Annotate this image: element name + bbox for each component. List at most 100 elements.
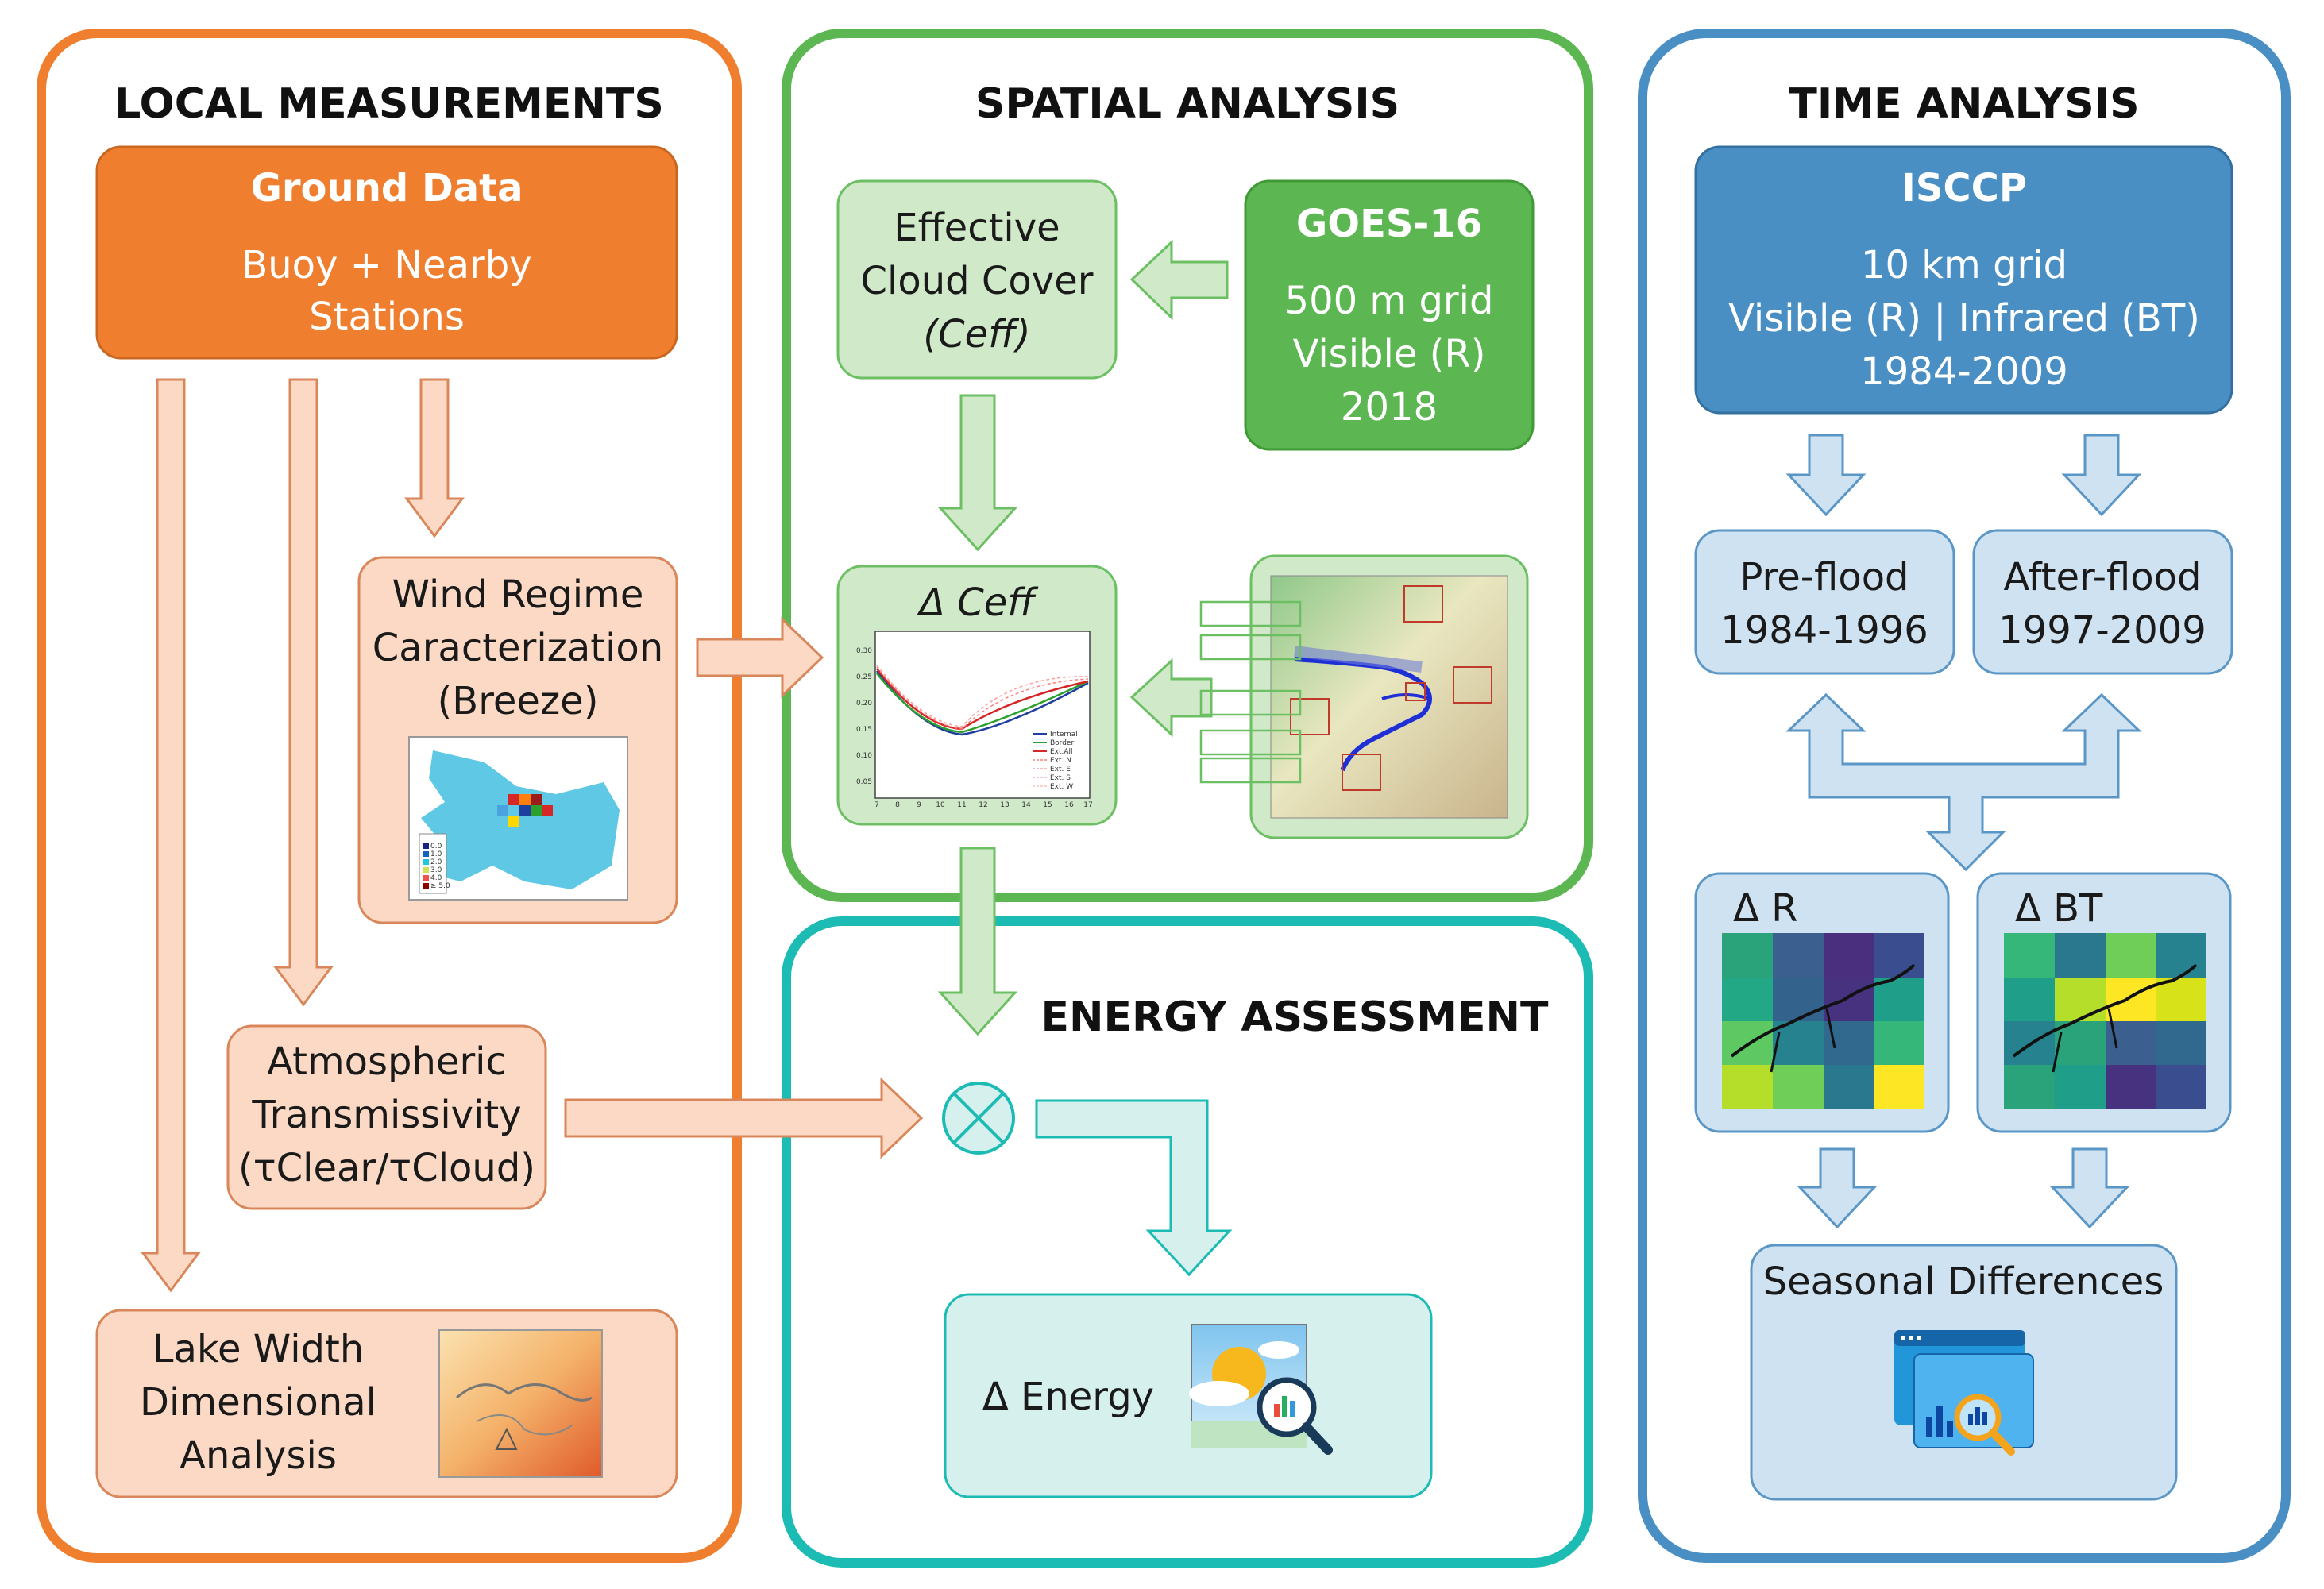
arrow-deltar-to-seasonal [1797, 1147, 1878, 1229]
seasonal-differences-box: Seasonal Differences [1750, 1244, 2178, 1501]
ytick-2: 0.20 [856, 700, 872, 708]
arrow-atmos-to-multiply [564, 1077, 924, 1159]
wind-legend-1: 1.0 [430, 850, 442, 858]
dashboard-search-icon [1894, 1330, 2034, 1456]
time-panel-title: TIME ANALYSIS [1789, 80, 2139, 128]
ground-data-title: Ground Data [250, 166, 523, 210]
lake-width-map-image [438, 1329, 603, 1478]
series-exte [876, 665, 1089, 727]
isccp-line2: Visible (R) | Infrared (BT) [1728, 296, 2200, 341]
xtick-5: 12 [979, 801, 987, 809]
seasonal-label: Seasonal Differences [1763, 1259, 2164, 1304]
goes-line2: Visible (R) [1293, 332, 1486, 376]
legend-5: Ext. S [1050, 774, 1071, 782]
arrow-deltabt-to-seasonal [2049, 1147, 2130, 1229]
preflood-line2: 1984-1996 [1720, 608, 1928, 653]
wind-legend-5: ≥ 5.0 [430, 882, 450, 890]
ytick-1: 0.25 [856, 673, 872, 681]
ceff-line2: Cloud Cover [861, 259, 1094, 303]
local-arrows [141, 378, 465, 1293]
preflood-box: Pre-flood 1984-1996 [1694, 529, 1955, 675]
panel-time-analysis: TIME ANALYSIS ISCCP 10 km grid Visible (… [1638, 29, 2291, 1563]
arrow-isccp-to-afterflood [2061, 434, 2142, 517]
wind-legend-4: 4.0 [430, 874, 442, 882]
delta-r-box: Δ R [1694, 872, 1950, 1133]
lake-width-box: Lake Width Dimensional Analysis [95, 1309, 678, 1498]
xtick-4: 11 [957, 801, 966, 809]
delta-energy-label: Δ Energy [982, 1375, 1154, 1419]
xtick-0: 7 [874, 801, 879, 809]
ytick-4: 0.10 [856, 752, 872, 760]
panel-local-measurements: LOCAL MEASUREMENTS Ground Data Buoy + Ne… [37, 29, 742, 1563]
delta-r-label: Δ R [1733, 886, 1797, 931]
arrow-wind-to-delta-ceff [696, 616, 824, 699]
plot-legend: Internal Border Ext.All Ext. N Ext. E Ex… [1033, 731, 1078, 791]
ceff-line1: Effective [894, 206, 1060, 250]
legend-2: Ext.All [1050, 748, 1073, 756]
afterflood-line2: 1997-2009 [1998, 608, 2206, 653]
atmospheric-transmissivity-box: Atmospheric Transmissivity (τClear/τClou… [226, 1024, 547, 1210]
ground-data-box: Ground Data Buoy + Nearby Stations [95, 145, 678, 360]
arrow-goes-to-ceff [1129, 239, 1229, 321]
sun-analysis-icon [1189, 1324, 1333, 1455]
spatial-panel-title: SPATIAL ANALYSIS [975, 80, 1399, 128]
goes-line3: 2018 [1341, 385, 1438, 430]
isccp-title: ISCCP [1901, 166, 2027, 210]
xtick-9: 16 [1064, 801, 1074, 809]
isccp-line1: 10 km grid [1861, 243, 2067, 287]
legend-6: Ext. W [1050, 783, 1073, 791]
delta-r-heatmap [1722, 933, 1924, 1109]
effective-cloud-cover-box: Effective Cloud Cover (Ceff) [836, 179, 1118, 380]
ground-data-line2: Stations [309, 295, 465, 339]
arrow-delta-to-multiply [937, 847, 1018, 1036]
wind-legend-2: 2.0 [430, 858, 442, 866]
panel-spatial-analysis: SPATIAL ANALYSIS Effective Cloud Cover (… [782, 29, 1593, 902]
isccp-line3: 1984-2009 [1860, 349, 2068, 394]
atmos-line2: Transmissivity [251, 1093, 521, 1137]
atmos-line3: (τClear/τCloud) [238, 1146, 535, 1190]
arrow-ground-to-lake [141, 378, 201, 1293]
xtick-7: 14 [1021, 801, 1031, 809]
atmos-line1: Atmospheric [267, 1039, 507, 1084]
delta-ceff-box: Δ Ceff 0.30 0.25 0.20 0.15 0.10 0.05 7 8… [836, 565, 1118, 826]
isccp-box: ISCCP 10 km grid Visible (R) | Infrared … [1694, 145, 2233, 415]
afterflood-line1: After-flood [2004, 555, 2202, 600]
wind-line3: (Breeze) [438, 679, 599, 723]
ytick-0: 0.30 [856, 647, 872, 655]
time-arrows [1785, 434, 2142, 517]
xtick-10: 17 [1083, 801, 1092, 809]
legend-1: Border [1050, 739, 1074, 747]
energy-panel-title: ENERGY ASSESSMENT [1040, 993, 1549, 1041]
panel-energy-assessment: ENERGY ASSESSMENT Δ Energy [782, 847, 1593, 1568]
wind-legend-0: 0.0 [430, 843, 442, 850]
cross-panel-arrows [564, 616, 924, 1159]
delta-bt-box: Δ BT [1976, 872, 2232, 1133]
delta-ceff-plot: 0.30 0.25 0.20 0.15 0.10 0.05 7 8 9 10 1… [856, 631, 1093, 809]
xticks: 7 8 9 10 11 12 13 14 15 16 17 [874, 801, 1093, 809]
arrow-ceff-to-delta [937, 394, 1018, 552]
series-extn [876, 666, 1089, 730]
ytick-3: 0.15 [856, 726, 872, 734]
delta-energy-box: Δ Energy [944, 1293, 1433, 1498]
spatial-arrows [937, 239, 1229, 738]
legend-4: Ext. E [1050, 766, 1071, 773]
wind-legend-3: 3.0 [430, 866, 442, 874]
ceff-line3: (Ceff) [923, 312, 1030, 357]
ytick-5: 0.05 [856, 778, 872, 786]
lake-line3: Analysis [180, 1433, 337, 1478]
xtick-8: 15 [1043, 801, 1052, 809]
dem-map-box [1199, 554, 1529, 839]
time-arrows-2 [1797, 1147, 2130, 1229]
xtick-1: 8 [895, 801, 900, 809]
wind-regime-box: Wind Regime Caracterization (Breeze) [357, 556, 678, 924]
wind-map-image: 0.0 1.0 2.0 3.0 4.0 ≥ 5.0 [408, 736, 628, 901]
lake-line1: Lake Width [152, 1327, 364, 1371]
arrow-ground-to-atmos [273, 378, 334, 1007]
legend-3: Ext. N [1050, 757, 1071, 765]
delta-bt-label: Δ BT [2015, 886, 2103, 931]
preflood-line1: Pre-flood [1739, 555, 1909, 600]
ground-data-line1: Buoy + Nearby [241, 243, 531, 287]
dem-callout-frames [1199, 600, 1302, 784]
arrow-combine-periods [1785, 692, 2142, 872]
afterflood-box: After-flood 1997-2009 [1972, 529, 2233, 675]
